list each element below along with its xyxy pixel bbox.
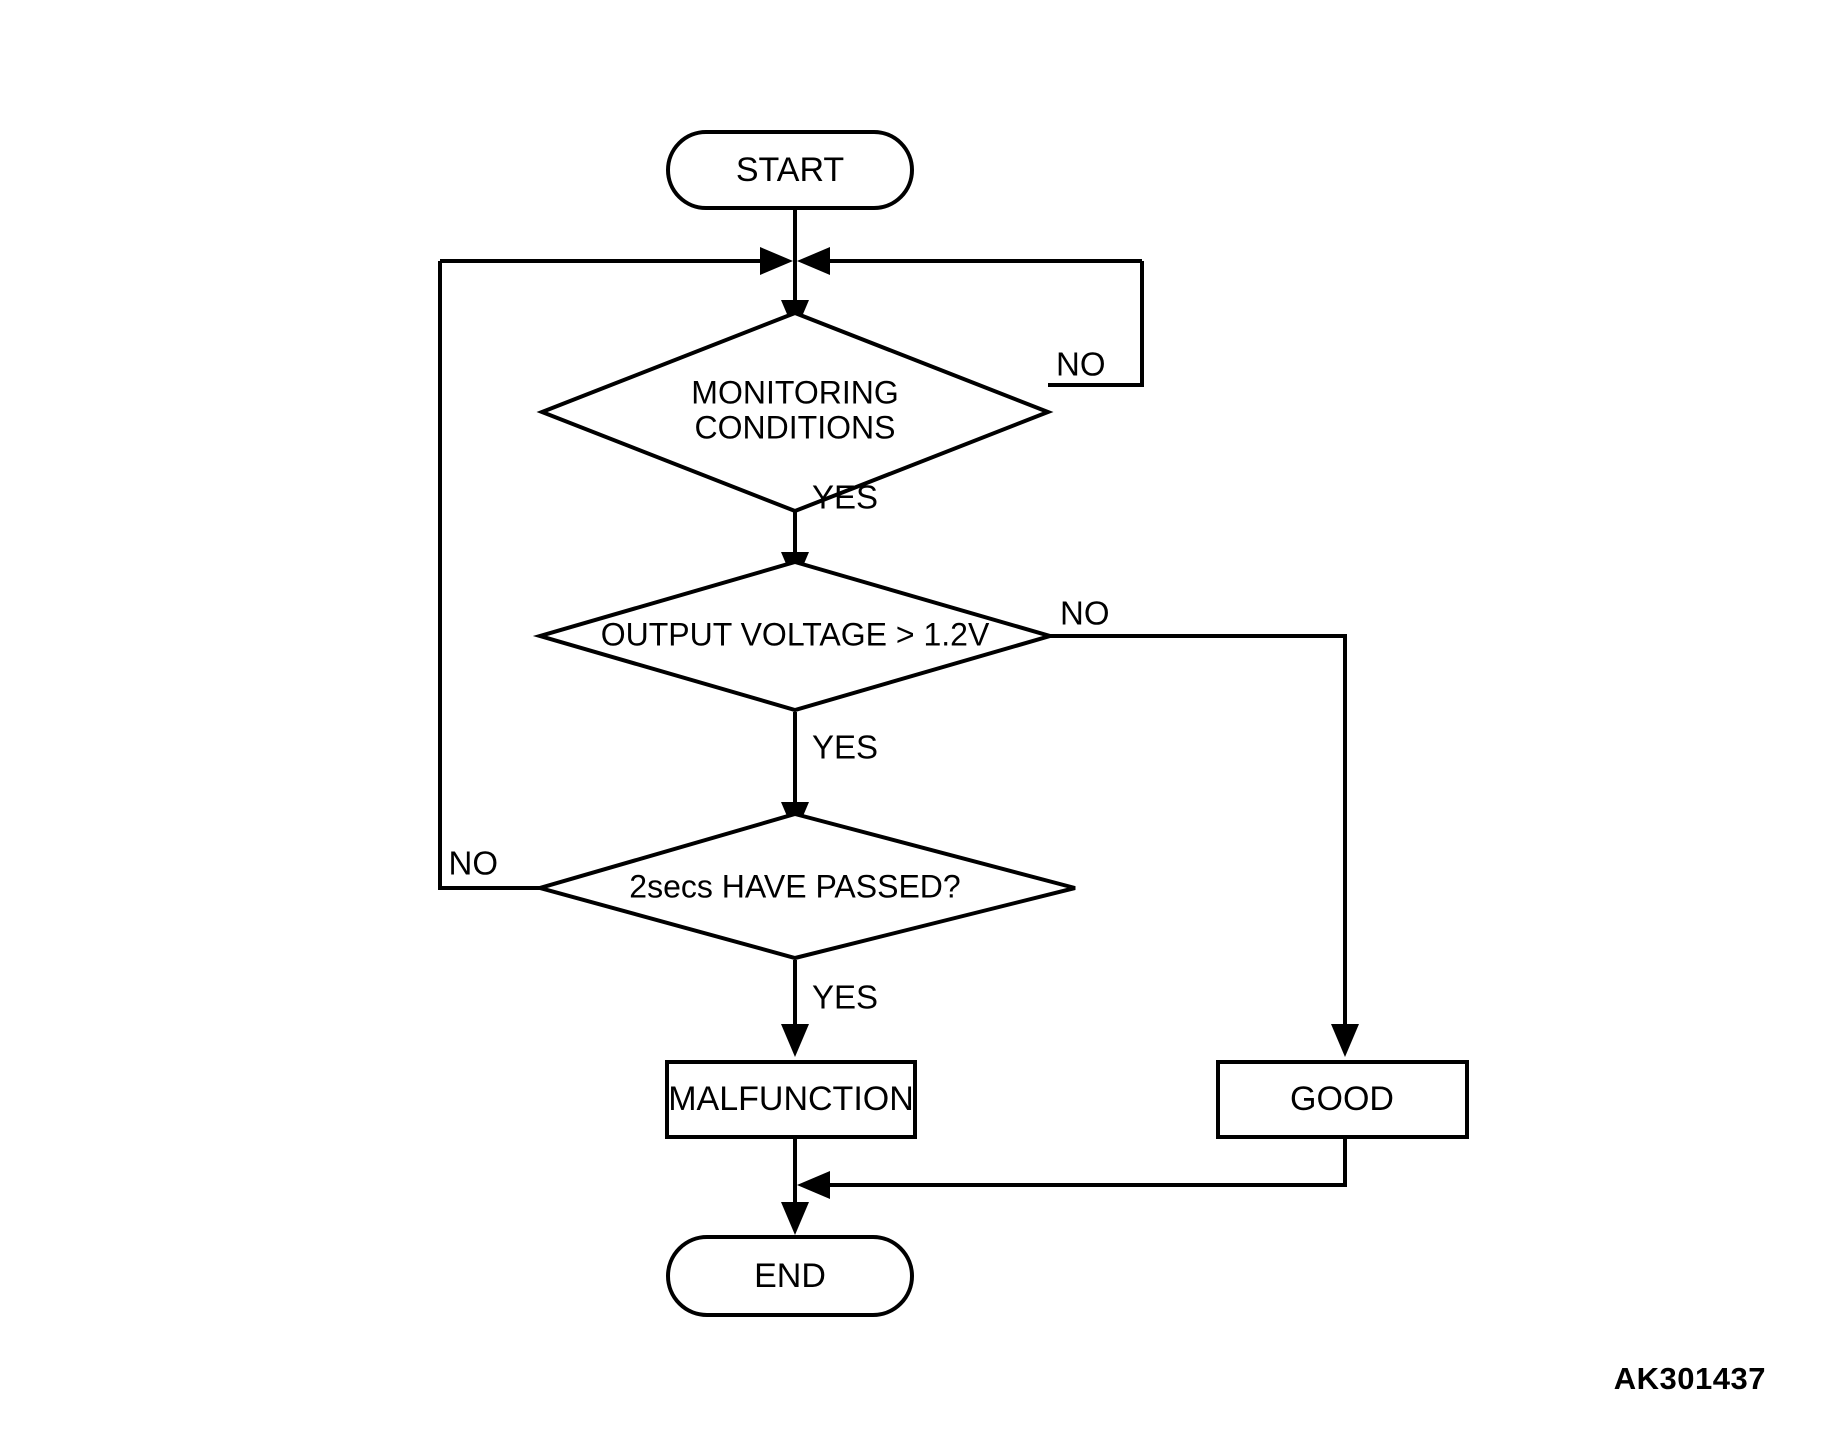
node-output-voltage[interactable]: OUTPUT VOLTAGE > 1.2V bbox=[532, 559, 1058, 713]
arrowhead-loop-from-right bbox=[797, 247, 830, 275]
edge-label-voltage-no: NO bbox=[1060, 595, 1110, 632]
node-end[interactable]: END bbox=[666, 1235, 914, 1317]
timer-label: 2secs HAVE PASSED? bbox=[629, 868, 960, 904]
node-monitoring-conditions[interactable]: MONITORING CONDITIONS bbox=[536, 310, 1054, 514]
malfunction-box-shape bbox=[665, 1060, 917, 1139]
arrowhead-into-end bbox=[781, 1202, 809, 1235]
node-timer-check[interactable]: 2secs HAVE PASSED? bbox=[532, 811, 1076, 961]
good-label: GOOD bbox=[1290, 1080, 1394, 1118]
arrowhead-loop-from-left bbox=[760, 247, 793, 275]
edge-good-to-end bbox=[822, 1137, 1347, 1187]
monitoring-label-line1: MONITORING bbox=[691, 374, 898, 410]
monitoring-decision-shape bbox=[536, 310, 1054, 514]
arrowhead-good-merge bbox=[797, 1171, 830, 1199]
edge-label-monitoring-yes: YES bbox=[812, 479, 878, 516]
plate-code-label: AK301437 bbox=[1614, 1361, 1766, 1396]
node-malfunction[interactable]: MALFUNCTION bbox=[665, 1060, 917, 1139]
malfunction-label: MALFUNCTION bbox=[668, 1080, 914, 1118]
node-good[interactable]: GOOD bbox=[1216, 1060, 1469, 1139]
start-terminator-shape bbox=[666, 130, 914, 210]
edge-label-monitoring-no: NO bbox=[1056, 346, 1106, 383]
start-label: START bbox=[736, 151, 844, 189]
arrowhead-into-malfunction bbox=[781, 1024, 809, 1057]
edge-monitoring-no bbox=[1048, 261, 1144, 387]
edge-label-timer-no: NO bbox=[449, 845, 499, 882]
monitoring-label-line2: CONDITIONS bbox=[695, 409, 896, 445]
edge-label-voltage-yes: YES bbox=[812, 729, 878, 766]
voltage-decision-shape bbox=[532, 559, 1058, 713]
good-box-shape bbox=[1216, 1060, 1469, 1139]
voltage-label: OUTPUT VOLTAGE > 1.2V bbox=[601, 616, 990, 652]
arrowhead-into-good bbox=[1331, 1024, 1359, 1057]
edge-timer-no bbox=[438, 261, 540, 890]
edge-label-timer-yes: YES bbox=[812, 979, 878, 1016]
end-label: END bbox=[754, 1257, 826, 1295]
node-start[interactable]: START bbox=[666, 130, 914, 210]
edge-voltage-no bbox=[1050, 634, 1347, 1044]
timer-decision-shape bbox=[532, 811, 1076, 961]
end-terminator-shape bbox=[666, 1235, 914, 1317]
